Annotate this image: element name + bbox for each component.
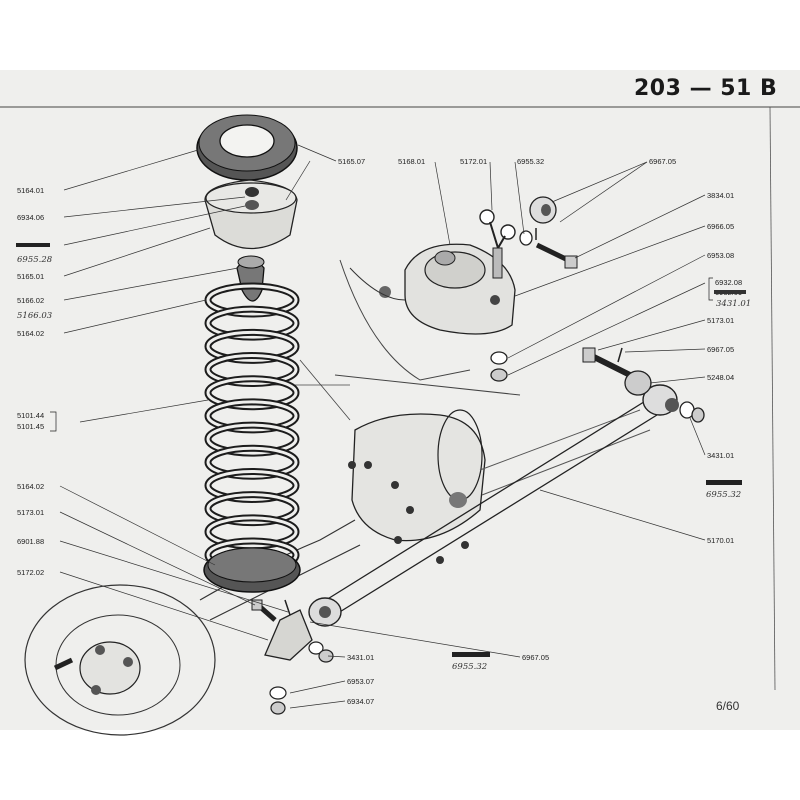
label-6967-05-right: 6967.05 bbox=[707, 345, 734, 354]
bump-stop bbox=[236, 255, 265, 302]
label-5164-02-bottom: 5164.02 bbox=[17, 482, 44, 491]
label-6953-07: 6953.07 bbox=[347, 677, 374, 686]
crossed-out-mark bbox=[452, 652, 490, 657]
crossed-out-mark bbox=[706, 480, 742, 485]
label-6955-28: 6955.28 bbox=[17, 255, 53, 265]
spring-coil-highlight bbox=[206, 493, 298, 525]
label-5172-02: 5172.02 bbox=[17, 568, 44, 577]
label-5164-02-top: 5164.02 bbox=[17, 329, 44, 338]
label-5101-45: 5101.45 bbox=[17, 422, 44, 431]
label-3431-01-right: 3431.01 bbox=[707, 451, 734, 460]
label-5168-01: 5168.01 bbox=[398, 157, 425, 166]
label-5165-07: 5165.07 bbox=[338, 157, 365, 166]
spring-coil-highlight bbox=[206, 330, 298, 362]
spring-coil-highlight bbox=[206, 354, 298, 386]
label-5170-01: 5170.01 bbox=[707, 536, 734, 545]
brake-drum bbox=[24, 584, 216, 736]
right-margin-rule bbox=[769, 106, 776, 691]
page-number: 6/60 bbox=[716, 699, 740, 713]
label-6955-32-top: 6955.32 bbox=[517, 157, 544, 166]
crossed-out-mark bbox=[16, 243, 50, 247]
spring-coil-highlight bbox=[206, 307, 298, 339]
panhard-rod bbox=[308, 384, 705, 627]
label-6966-05: 6966.05 bbox=[707, 222, 734, 231]
label-6934-06: 6934.06 bbox=[17, 213, 44, 222]
label-3834-01: 3834.01 bbox=[707, 191, 734, 200]
washer-nut-stack-right bbox=[490, 351, 508, 382]
part-labels: 5164.01 6934.06 6955.28 5165.01 5166.02 … bbox=[16, 157, 751, 706]
shackle-fork bbox=[479, 196, 578, 279]
label-6901-88: 6901.88 bbox=[17, 537, 44, 546]
bolt-and-bushing bbox=[582, 347, 652, 396]
label-6953-08: 6953.08 bbox=[707, 251, 734, 260]
upper-mount-bracket bbox=[349, 243, 516, 335]
upper-rubber-ring bbox=[196, 114, 298, 181]
label-5248-04: 5248.04 bbox=[707, 373, 734, 382]
spring-coil-highlight bbox=[206, 377, 298, 409]
label-5164-01: 5164.01 bbox=[17, 186, 44, 195]
label-6932-08: 6932.08 bbox=[715, 278, 742, 287]
spring-coil-highlight bbox=[206, 446, 298, 478]
label-5101-44: 5101.44 bbox=[17, 411, 44, 420]
label-5165-01: 5165.01 bbox=[17, 272, 44, 281]
coil-spring bbox=[204, 282, 300, 573]
lower-bracket bbox=[251, 599, 334, 715]
label-3431-01-bottom: 3431.01 bbox=[347, 653, 374, 662]
spring-coil-highlight bbox=[206, 284, 298, 316]
page-title: 203 — 51 B bbox=[634, 76, 778, 101]
spring-coil-highlight bbox=[206, 516, 298, 548]
spring-coil-highlight bbox=[206, 400, 298, 432]
label-5173-01-right: 5173.01 bbox=[707, 316, 734, 325]
label-5166-02: 5166.02 bbox=[17, 296, 44, 305]
lower-rubber-ring bbox=[203, 547, 301, 593]
label-6967-05-top: 6967.05 bbox=[649, 157, 676, 166]
leader-lines bbox=[59, 144, 706, 709]
label-3431-01-handwritten: 3431.01 bbox=[716, 299, 751, 309]
spring-coil-highlight bbox=[206, 423, 298, 455]
spring-cup bbox=[204, 179, 298, 250]
label-5172-01: 5172.01 bbox=[460, 157, 487, 166]
crossed-out-mark bbox=[714, 290, 746, 294]
label-5166-03: 5166.03 bbox=[17, 311, 52, 321]
label-6955-32-right: 6955.32 bbox=[706, 490, 741, 500]
label-6934-07: 6934.07 bbox=[347, 697, 374, 706]
label-6967-05-bottom: 6967.05 bbox=[522, 653, 549, 662]
label-5173-01-left: 5173.01 bbox=[17, 508, 44, 517]
spring-coil-highlight bbox=[206, 469, 298, 501]
label-6955-32-bottom: 6955.32 bbox=[452, 662, 487, 672]
chassis-outline bbox=[265, 259, 521, 421]
